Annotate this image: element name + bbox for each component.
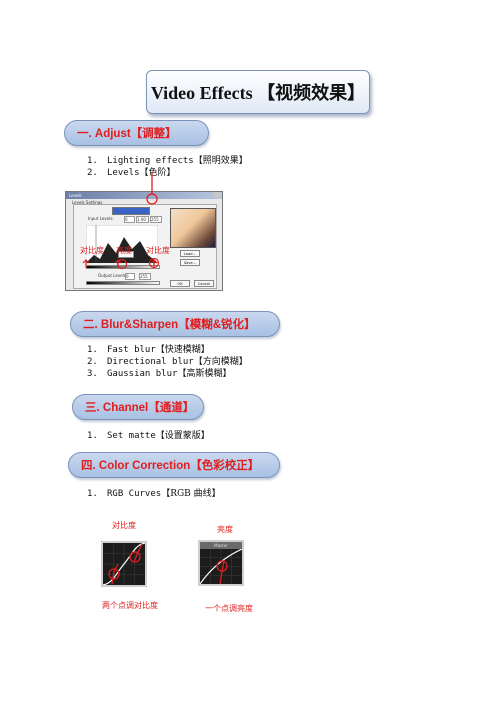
section-heading-adjust: 一. Adjust【调整】 xyxy=(64,120,209,146)
section-heading-color-correction: 四. Color Correction【色彩校正】 xyxy=(68,452,280,478)
curve-right-annotations xyxy=(216,559,228,585)
page-title: Video Effects 【视频效果】 xyxy=(146,70,370,114)
annotation-contrast-left: 对比度 xyxy=(80,246,104,255)
input-value-3: 255 xyxy=(150,216,162,223)
close-icon xyxy=(214,192,220,198)
list-item: 1.Set matte【设置蒙版】 xyxy=(87,431,210,441)
group-title: Levels Settings xyxy=(72,200,103,205)
output-value-2: 255 xyxy=(139,273,151,280)
curve-left-graph xyxy=(103,543,145,585)
ok-button: OK xyxy=(170,280,190,287)
section-heading-blur-sharpen: 二. Blur&Sharpen【模糊&锐化】 xyxy=(70,311,280,337)
annotation-brightness: 亮度 xyxy=(116,246,132,255)
levels-dialog-screenshot: Levels Levels Settings Input Levels: 0 1… xyxy=(65,172,223,291)
curve-left-annotations xyxy=(108,543,143,585)
dialog-title-bar: Levels xyxy=(66,192,222,199)
dialog-inner-panel: Input Levels: 0 1.00 255 Output Levels: … xyxy=(73,204,217,289)
section-heading-text: 三. Channel【通道】 xyxy=(85,402,195,414)
curve-left-panel xyxy=(101,541,147,587)
annotation-contrast-right: 对比度 xyxy=(146,246,170,255)
list-item: 3.Gaussian blur【高斯模糊】 xyxy=(87,369,232,379)
section-heading-text: 二. Blur&Sharpen【模糊&锐化】 xyxy=(83,319,256,331)
blur-sharpen-list: 1.Fast blur【快速模糊】 2.Directional blur【方向模… xyxy=(87,344,248,380)
output-levels-label: Output Levels: xyxy=(98,273,128,278)
output-gradient xyxy=(86,281,160,285)
preview-image xyxy=(170,208,216,248)
auto-button xyxy=(118,251,134,258)
section-heading-channel: 三. Channel【通道】 xyxy=(72,394,204,420)
channel-list: 1.Set matte【设置蒙版】 xyxy=(87,430,210,442)
list-item: 2.Directional blur【方向模糊】 xyxy=(87,357,248,367)
list-item: 1.Fast blur【快速模糊】 xyxy=(87,345,210,355)
curve-right-header: Master xyxy=(200,542,242,549)
channel-select xyxy=(112,207,150,215)
color-correction-list: 1.RGB Curves【RGB 曲线】 xyxy=(87,488,221,500)
curve-right-caption-top: 亮度 xyxy=(217,525,233,534)
section-heading-text: 一. Adjust【调整】 xyxy=(77,128,177,140)
curve-left-caption-top: 对比度 xyxy=(112,521,136,530)
list-item: 1.Lighting effects【照明效果】 xyxy=(87,156,248,166)
input-value-1: 0 xyxy=(124,216,135,223)
page-title-text: Video Effects 【视频效果】 xyxy=(150,83,366,103)
input-value-2: 1.00 xyxy=(136,216,149,223)
load-button: Load... xyxy=(180,250,200,257)
input-levels-label: Input Levels: xyxy=(88,216,114,221)
output-value-1: 0 xyxy=(125,273,135,280)
list-item: 1.RGB Curves【RGB 曲线】 xyxy=(87,489,221,499)
curve-left-caption-bottom: 两个点调对比度 xyxy=(102,601,158,610)
cancel-button: Cancel xyxy=(194,280,214,287)
adjust-list: 1.Lighting effects【照明效果】 2.Levels【色阶】 xyxy=(87,155,248,179)
list-item: 2.Levels【色阶】 xyxy=(87,168,176,178)
annotation-marks xyxy=(82,172,160,270)
section-heading-text: 四. Color Correction【色彩校正】 xyxy=(81,460,260,472)
save-button: Save... xyxy=(180,259,200,266)
curve-right-caption-bottom: 一个点调亮度 xyxy=(205,604,253,613)
